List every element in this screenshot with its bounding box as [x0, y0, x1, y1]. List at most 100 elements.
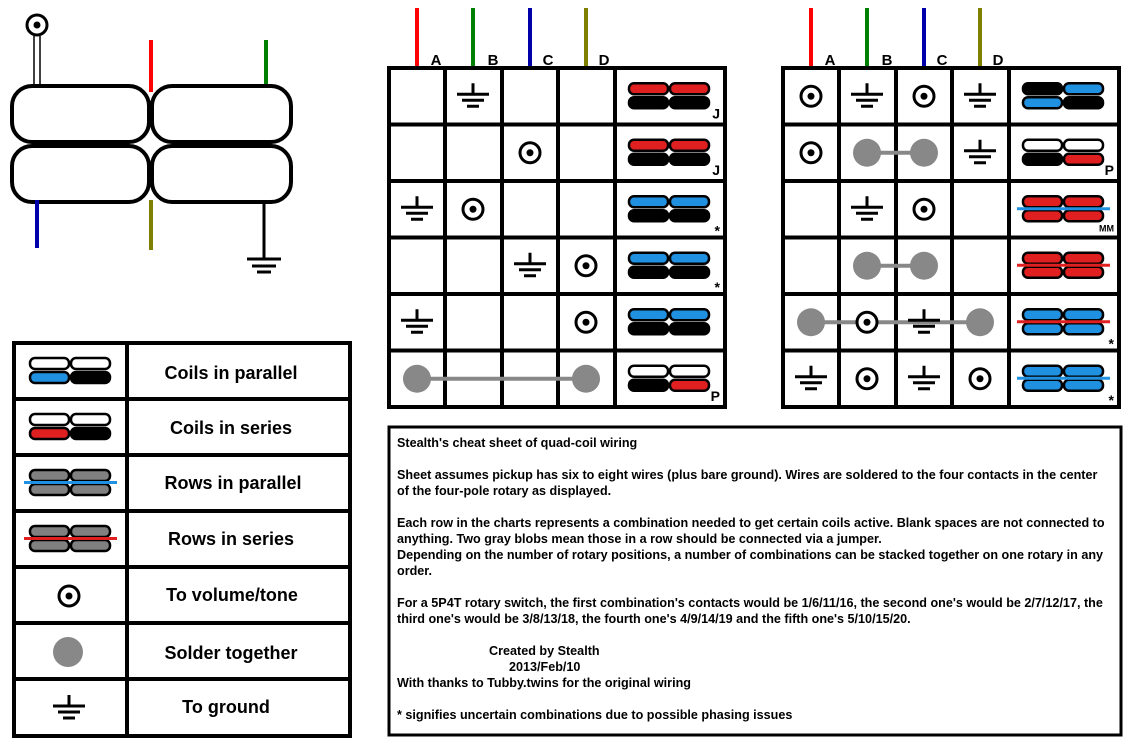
ground-icon — [851, 196, 883, 221]
volume-tone-icon — [968, 367, 992, 391]
solder-blob-icon — [966, 308, 994, 337]
volume-tone-icon — [799, 141, 823, 165]
coil-combination-icon — [627, 251, 711, 279]
coil-combination-icon — [627, 308, 711, 336]
legend-label-coils-series: Coils in series — [170, 418, 292, 438]
ground-icon — [795, 365, 827, 391]
ground-icon — [908, 309, 940, 334]
pickup-diagram — [10, 13, 293, 274]
chart2-row-mark: * — [1109, 392, 1115, 408]
chart1-row-mark: J — [712, 106, 720, 122]
coil-combination-icon — [1017, 364, 1110, 392]
chart2-grid: P MM * * — [781, 66, 1121, 409]
notes-paragraph-stacking: Depending on the number of rotary positi… — [397, 548, 1104, 578]
legend-label-solder-together: Solder together — [164, 643, 297, 663]
chart2-row-mark: P — [1105, 162, 1114, 178]
rows-series-icon — [24, 524, 117, 553]
ground-icon — [457, 83, 489, 108]
volume-tone-icon — [57, 584, 81, 608]
chart2-column-a: A — [825, 52, 836, 69]
notes-title: Stealth's cheat sheet of quad-coil wirin… — [397, 436, 638, 450]
coil-bottom-left — [10, 144, 151, 204]
legend-table: Coils in parallel Coils in series Rows i… — [12, 341, 352, 738]
coil-combination-icon — [627, 364, 711, 392]
chart1-column-a: A — [431, 52, 442, 69]
volume-tone-icon — [799, 84, 823, 108]
chart1-row: J — [518, 138, 720, 178]
chart2-row-mark: MM — [1099, 224, 1114, 234]
coil-top-left — [10, 84, 151, 144]
volume-tone-icon — [912, 84, 936, 108]
ground-icon — [401, 309, 433, 334]
notes-thanks: With thanks to Tubby.twins for the origi… — [397, 676, 691, 690]
legend-label-ground: To ground — [182, 697, 270, 717]
chart1-row: P — [403, 364, 720, 404]
chart1-wire-leads — [415, 8, 588, 68]
chart1-row — [401, 308, 711, 336]
legend-label-coils-parallel: Coils in parallel — [164, 363, 297, 383]
chart2-row-mark: * — [1109, 336, 1115, 352]
rows-parallel-icon — [24, 468, 117, 497]
ground-icon — [514, 252, 546, 278]
ground-icon — [964, 83, 996, 108]
chart1-grid: J J * * P — [387, 66, 727, 409]
chart2-row: * — [795, 364, 1115, 408]
solder-blob-icon — [853, 138, 881, 167]
solder-blob-icon — [53, 637, 83, 667]
volume-tone-icon — [574, 310, 598, 334]
volume-tone-icon — [461, 197, 485, 221]
coil-combination-icon — [627, 138, 711, 166]
solder-blob-icon — [797, 308, 825, 337]
chart1-column-d: D — [599, 52, 610, 69]
chart1-column-letters: A B C D — [431, 52, 610, 69]
chart2-column-b: B — [882, 52, 893, 69]
coil-combination-icon — [1021, 82, 1105, 110]
notes-footnote: * signifies uncertain combinations due t… — [397, 708, 793, 722]
chart1-row-mark: * — [715, 223, 721, 239]
chart2-row — [799, 82, 1105, 110]
volume-tone-icon — [574, 254, 598, 278]
legend-label-rows-series: Rows in series — [168, 529, 294, 549]
ground-icon — [964, 139, 996, 165]
solder-blob-icon — [853, 251, 881, 280]
coil-combination-icon — [627, 82, 711, 110]
notes-date: 2013/Feb/10 — [509, 660, 581, 674]
chart1-row: J — [457, 82, 720, 122]
notes-paragraph-5p4t: For a 5P4T rotary switch, the first comb… — [397, 596, 1103, 626]
legend-label-rows-parallel: Rows in parallel — [164, 473, 301, 493]
coil-combination-icon — [1017, 251, 1110, 279]
chart1-row: * — [401, 195, 721, 239]
coil-combination-icon — [1017, 195, 1110, 223]
chart1-row-mark: J — [712, 162, 720, 178]
notes-credit: Created by Stealth — [489, 644, 600, 658]
ground-icon — [401, 196, 433, 221]
ground-icon — [851, 83, 883, 108]
chart2-column-d: D — [993, 52, 1004, 69]
notes-frame — [387, 425, 1123, 737]
chart2-row: MM — [851, 195, 1114, 234]
chart2-row — [853, 251, 1110, 280]
notes-panel: Stealth's cheat sheet of quad-coil wirin… — [397, 435, 1112, 723]
ground-icon — [908, 365, 940, 391]
chart2-column-c: C — [937, 52, 948, 69]
solder-blob-icon — [572, 364, 600, 393]
coils-parallel-icon — [28, 356, 112, 385]
chart1-row: * — [514, 251, 721, 295]
solder-blob-icon — [910, 251, 938, 280]
legend-label-volume-tone: To volume/tone — [166, 585, 298, 605]
notes-paragraph-wires: Sheet assumes pickup has six to eight wi… — [397, 468, 1098, 498]
coil-bottom-right — [150, 144, 293, 204]
coils-series-icon — [28, 412, 112, 441]
coil-top-right — [150, 84, 293, 144]
volume-tone-icon — [912, 197, 936, 221]
chart1-column-b: B — [488, 52, 499, 69]
pickup-ground-icon — [247, 257, 281, 274]
chart2-row: P — [799, 138, 1114, 178]
coil-combination-icon — [627, 195, 711, 223]
chart2-row: * — [797, 308, 1115, 352]
coil-combination-icon — [1021, 138, 1105, 166]
solder-blob-icon — [403, 364, 431, 393]
chart2-column-letters: A B C D — [825, 52, 1004, 69]
ground-icon — [53, 695, 85, 720]
chart2-wire-leads — [809, 8, 982, 68]
